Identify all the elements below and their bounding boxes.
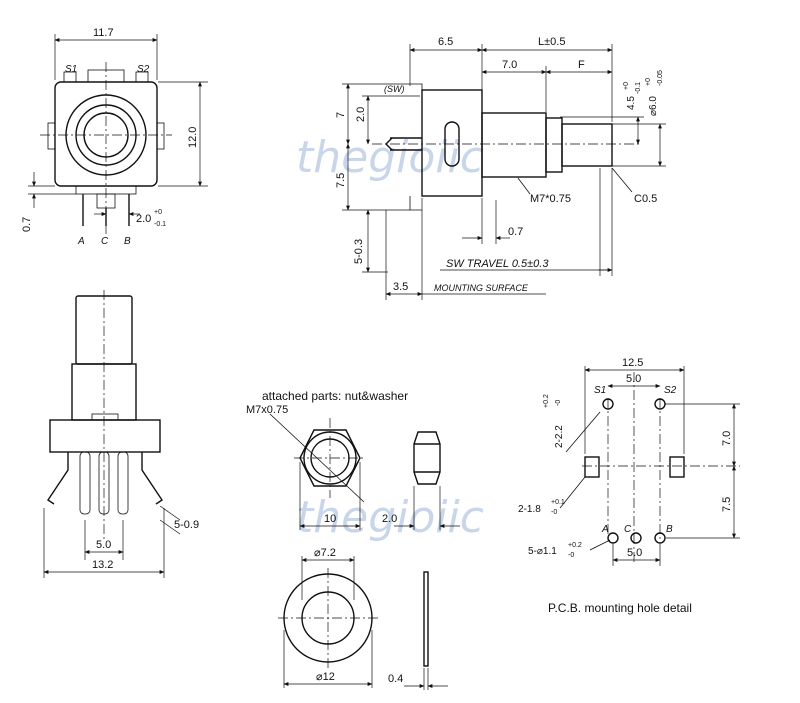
nut-width: 10: [324, 513, 336, 525]
side-nut-seat: [545, 117, 563, 173]
pcb-right-slot: [669, 456, 685, 478]
nut-side: [413, 431, 441, 485]
side-dim-l: L±0.5: [538, 36, 565, 48]
pcb-s1-hole: [602, 398, 614, 410]
side-bushing: [481, 112, 547, 178]
front-width-dim: 11.7: [93, 27, 114, 39]
pcb-b-label: B: [666, 524, 673, 535]
side-dim-5-03: 5-0.3: [353, 239, 365, 264]
svg-text:-0: -0: [551, 509, 557, 516]
nut-washer-view: attached parts: nut&washer M7x0.75 10 2.…: [246, 389, 460, 690]
pcb-mount-hole: 2-1.8: [518, 504, 541, 515]
bottom-view: 5.0 13.2 5-0.9: [43, 290, 199, 578]
front-pitch-dim: 2.0: [136, 213, 151, 225]
svg-text:+0: +0: [154, 209, 162, 216]
side-dim-left: 6.5: [438, 36, 453, 48]
side-dim-07: 0.7: [508, 226, 523, 238]
pcb-caption: P.C.B. mounting hole detail: [548, 601, 692, 615]
svg-text:-0.05: -0.05: [657, 70, 664, 86]
bottom-width: 13.2: [92, 559, 113, 571]
front-pin-b-label: B: [124, 236, 131, 247]
washer-thickness: 0.4: [388, 673, 403, 685]
washer-side: [423, 571, 429, 667]
side-shaft: [561, 123, 613, 167]
svg-text:-0: -0: [555, 400, 562, 406]
bottom-body: [49, 419, 161, 453]
svg-text:-0.1: -0.1: [154, 221, 166, 228]
pcb-detail-view: S1 S2 A C B 12.5 5.0 2-2.2 +0.2 -0 7.0 7…: [518, 357, 740, 615]
svg-text:+0: +0: [645, 78, 652, 86]
front-s1-pin: [63, 71, 77, 83]
svg-text:+0.2: +0.2: [543, 394, 550, 408]
side-view: 6.5 L±0.5 7.0 F 7 7.5 2.0 (SW) 4.5 +0 -0…: [335, 36, 666, 300]
bottom-pin-dim: 5-0.9: [174, 519, 199, 531]
side-dim-v75: 7.5: [335, 173, 347, 188]
front-height-dim: 12.0: [187, 127, 199, 148]
pcb-left-slot: [584, 456, 600, 478]
nut-thickness: 2.0: [382, 513, 397, 525]
pcb-bottom-pitch: 5.0: [627, 547, 642, 559]
side-dim-35: 3.5: [393, 281, 408, 293]
pcb-top-pitch: 5.0: [626, 373, 641, 385]
front-s2-pin: [135, 71, 149, 83]
side-chamfer: C0.5: [634, 193, 657, 205]
pcb-c-hole: [630, 532, 642, 544]
side-dim-45: 4.5: [626, 96, 637, 110]
front-pin-a-label: A: [77, 236, 85, 247]
svg-text:+0: +0: [623, 82, 630, 90]
pcb-a-label: A: [601, 524, 609, 535]
pcb-s-hole: 2-2.2: [554, 425, 565, 448]
nut-title: attached parts: nut&washer: [262, 389, 408, 403]
side-dim-v2: 2.0: [355, 107, 367, 122]
pcb-s1-label: S1: [594, 385, 606, 396]
bottom-pitch: 5.0: [96, 539, 111, 551]
pcb-b-hole: [654, 532, 666, 544]
nut-hexagon: [299, 429, 361, 487]
side-sw-travel: SW TRAVEL 0.5±0.3: [446, 258, 549, 270]
svg-text:-0: -0: [568, 552, 574, 559]
front-pin-gap-dim: 0.7: [21, 217, 33, 232]
side-dim-f: F: [578, 59, 585, 71]
side-dim-60: ⌀6.0: [648, 96, 659, 116]
pcb-dim-70: 7.0: [721, 431, 733, 446]
pcb-dim-75: 7.5: [721, 497, 733, 512]
washer-outer-dim: ⌀12: [316, 671, 335, 683]
front-right-tab: [156, 122, 165, 150]
pcb-width: 12.5: [622, 357, 643, 369]
side-thread: M7*0.75: [530, 193, 571, 205]
svg-text:-0.1: -0.1: [635, 82, 642, 94]
watermark-bottom: thegioiic: [296, 492, 484, 543]
side-mounting-surface: MOUNTING SURFACE: [434, 283, 529, 293]
side-dim-7: 7.0: [502, 59, 517, 71]
front-s2-label: S2: [137, 64, 150, 75]
side-dim-v7: 7: [335, 112, 347, 118]
pcb-pin-hole: 5-⌀1.1: [528, 546, 557, 557]
front-pin-c-label: C: [101, 236, 109, 247]
pcb-c-label: C: [624, 524, 632, 535]
front-left-tab: [47, 122, 56, 150]
front-s1-label: S1: [65, 64, 77, 75]
washer-inner-dim: ⌀7.2: [314, 547, 336, 559]
side-sw-label: (SW): [384, 84, 405, 94]
svg-text:+0.1: +0.1: [551, 499, 565, 506]
svg-text:+0.2: +0.2: [568, 542, 582, 549]
nut-thread: M7x0.75: [246, 404, 288, 416]
front-view: 11.7 12.0 0.7 2.0 +0 -0.1 S1 S2 A C B: [21, 27, 208, 247]
pcb-s2-label: S2: [664, 385, 677, 396]
pcb-a-hole: [607, 532, 619, 544]
